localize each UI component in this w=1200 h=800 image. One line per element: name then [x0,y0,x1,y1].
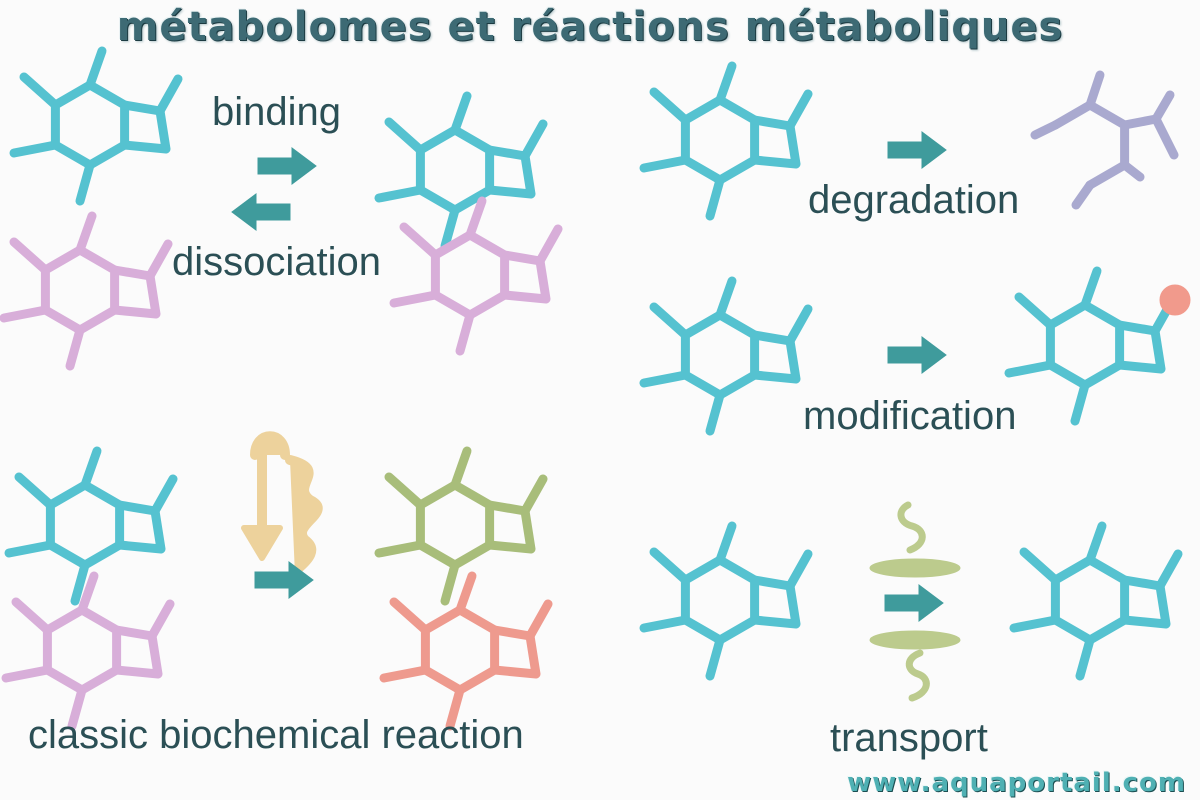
molecule-lavender-degraded [1030,70,1179,210]
label-dissociation: dissociation [172,240,382,284]
enzyme-icon [241,431,323,580]
label-degradation: degradation [808,178,1020,222]
watermark: www.aquaportail.com [847,768,1186,798]
molecule-cyan-binding-left [14,51,178,201]
arrow-binding [257,147,317,185]
molecule-pink-dissociation-left [4,216,168,366]
page-title: métabolomes et réactions métaboliques [116,4,1064,50]
molecule-cyan-degradation-left [644,66,808,216]
label-modification: modification [803,394,1017,438]
modification-dot [1159,284,1191,316]
arrow-degradation [887,131,947,169]
transporter-icon [869,501,961,702]
molecule-cyan-modification-left [644,281,808,431]
label-classic-reaction: classic biochemical reaction [28,713,524,757]
molecule-pink-substrate [6,576,170,726]
molecule-salmon-product [384,576,548,726]
arrow-dissociation [231,193,291,231]
molecule-cyan-transport-right [1014,526,1178,676]
molecule-cyan-modified [1009,271,1173,421]
molecule-olive-product [379,451,543,601]
molecule-cyan-transport-left [644,526,808,676]
label-transport: transport [830,716,988,760]
label-binding: binding [212,90,342,134]
arrow-modification [887,336,947,374]
molecule-pink-complex-bottom [394,201,558,351]
arrow-transport [884,584,944,622]
